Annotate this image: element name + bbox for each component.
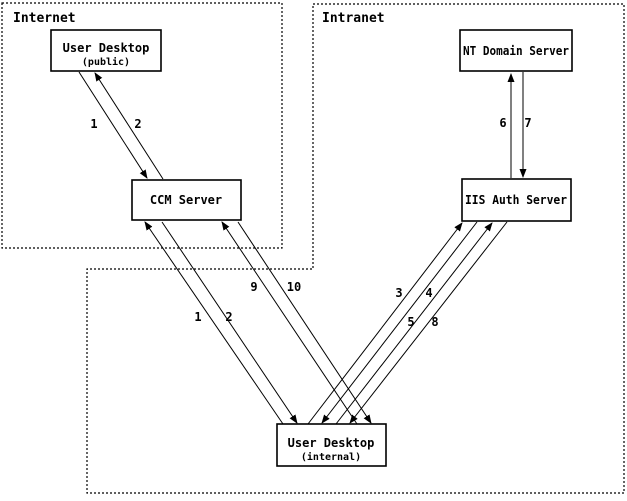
user-desktop-internal-label: User Desktop [288,436,375,450]
node-user-desktop-internal: User Desktop (internal) [276,423,387,467]
edge-2-ccm-to-public [94,72,164,180]
edge-label-4: 4 [425,286,432,300]
iis-auth-server-box [461,178,572,222]
edge-1-internal-to-ccm [144,221,284,425]
ccm-server-box [131,179,242,221]
edge-9-internal-to-ccm [221,221,358,425]
edge-label-6: 6 [499,116,506,130]
node-nt-domain-server: NT Domain Server [459,29,573,72]
edge-label-1-internal: 1 [194,310,201,324]
edge-2-ccm-to-internal [161,221,298,424]
iis-auth-server-label: IIS Auth Server [465,193,567,207]
edge-1-public-to-ccm [78,71,148,179]
nt-domain-server-label: NT Domain Server [463,44,569,58]
node-iis-auth-server: IIS Auth Server [461,178,572,222]
user-desktop-public-box [50,29,162,72]
edge-label-7: 7 [524,116,531,130]
edge-8-iis-to-internal [349,221,508,424]
user-desktop-public-sublabel: (public) [82,56,130,68]
edge-label-3: 3 [395,286,402,300]
edge-label-2-public: 2 [134,117,141,131]
edge-label-5: 5 [407,315,414,329]
edge-label-2-internal: 2 [225,310,232,324]
node-user-desktop-public: User Desktop (public) [50,29,162,72]
edge-3-internal-to-iis [307,222,463,425]
edge-label-10: 10 [287,280,301,294]
internet-zone-label: Internet [13,11,76,26]
internet-zone-border [1,2,283,249]
edge-label-9: 9 [250,280,257,294]
edge-label-1-public: 1 [90,117,97,131]
node-ccm-server: CCM Server [131,179,242,221]
edge-10-ccm-to-internal [237,221,372,424]
edge-label-8: 8 [431,315,438,329]
edge-4-iis-to-internal [321,221,478,424]
user-desktop-public-label: User Desktop [63,41,150,55]
intranet-zone-border [86,3,625,494]
edge-5-internal-to-iis [335,222,493,425]
user-desktop-internal-box [276,423,387,467]
user-desktop-internal-sublabel: (internal) [301,451,361,463]
ccm-server-label: CCM Server [150,193,222,207]
nt-domain-server-box [459,29,573,72]
intranet-zone-label: Intranet [322,11,385,26]
